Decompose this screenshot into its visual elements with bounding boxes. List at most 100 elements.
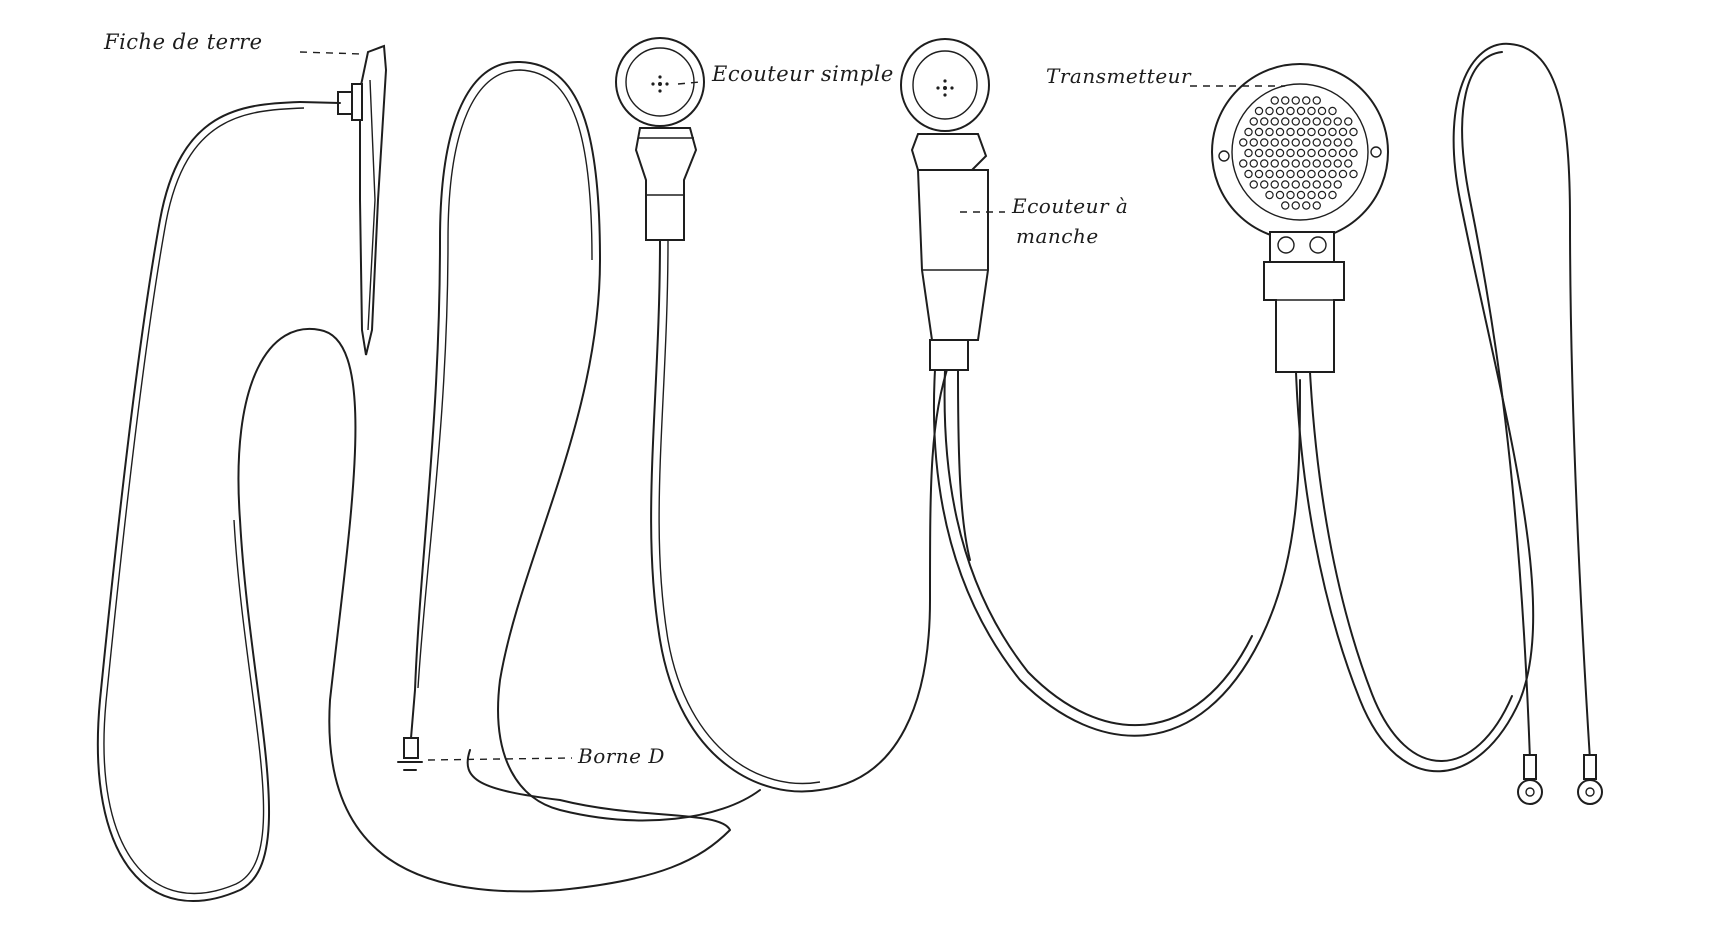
borne-cord xyxy=(409,60,761,822)
label-borne-d: Borne D xyxy=(578,744,665,768)
transmitter xyxy=(1211,63,1389,373)
grille-hole xyxy=(1270,180,1279,189)
grille-hole xyxy=(1254,127,1264,137)
grille-hole xyxy=(1349,148,1358,158)
grille-hole xyxy=(1254,169,1264,179)
grille-hole xyxy=(1302,117,1311,126)
grille-hole xyxy=(1249,138,1258,147)
grille-hole xyxy=(1254,106,1264,116)
grille-hole xyxy=(1291,117,1300,126)
grille-hole xyxy=(1323,138,1332,147)
grille-hole xyxy=(1291,201,1300,210)
grille-hole xyxy=(1323,117,1332,126)
grille-hole xyxy=(1317,148,1327,158)
grille-hole xyxy=(1296,190,1306,200)
label-ecouteur-simple: Ecouteur simple xyxy=(712,62,894,86)
grille-hole xyxy=(1260,159,1269,168)
grille-hole xyxy=(1296,106,1306,116)
grille-hole xyxy=(1302,201,1311,210)
grille-hole xyxy=(1317,106,1327,116)
ring-terminal-left xyxy=(1517,754,1543,805)
grille-hole xyxy=(1302,138,1311,147)
grille-hole xyxy=(1286,190,1295,200)
grille-hole xyxy=(1249,159,1258,168)
leader-ecouteur-simple xyxy=(677,81,701,85)
grille-hole xyxy=(1275,169,1285,179)
grille-hole xyxy=(1307,106,1316,116)
grille-hole xyxy=(1249,117,1258,126)
grille-hole xyxy=(1281,138,1290,147)
grille-hole xyxy=(1302,159,1311,168)
label-ecouteur-manche-line1: Ecouteur à xyxy=(1012,194,1129,218)
grille-hole xyxy=(1317,190,1327,200)
grille-hole xyxy=(1275,127,1285,137)
grille-hole xyxy=(1281,180,1290,189)
grille-hole xyxy=(1260,180,1269,189)
grille-hole xyxy=(1244,127,1253,137)
grille-hole xyxy=(1254,148,1264,158)
grille-hole xyxy=(1302,96,1311,105)
grille-hole xyxy=(1333,117,1342,126)
grille-hole xyxy=(1275,190,1285,200)
grille-hole xyxy=(1265,127,1274,137)
grille-hole xyxy=(1344,138,1353,147)
grille-hole xyxy=(1328,169,1337,179)
grille-hole xyxy=(1270,138,1279,147)
grille-hole xyxy=(1291,180,1300,189)
grille-hole xyxy=(1317,127,1327,137)
grille-hole xyxy=(1239,159,1248,168)
grille-hole xyxy=(1270,117,1279,126)
grille-hole xyxy=(1281,96,1290,105)
label-fiche-de-terre: Fiche de terre xyxy=(104,30,263,54)
label-transmetteur: Transmetteur xyxy=(1046,64,1192,88)
grille-hole xyxy=(1328,106,1337,116)
earth-cord xyxy=(96,101,731,902)
grille-hole xyxy=(1286,169,1295,179)
grille-hole xyxy=(1281,201,1290,210)
leader-borne xyxy=(427,757,573,761)
grille-hole xyxy=(1307,148,1316,158)
grille-hole xyxy=(1317,169,1327,179)
grille-hole xyxy=(1275,106,1285,116)
grille-hole xyxy=(1270,159,1279,168)
grille-hole xyxy=(1265,169,1274,179)
grille-hole xyxy=(1281,159,1290,168)
grille-hole xyxy=(1328,127,1337,137)
grille-hole xyxy=(1296,169,1306,179)
grille-hole xyxy=(1265,190,1274,200)
grille-hole xyxy=(1286,106,1295,116)
grille-hole xyxy=(1338,169,1348,179)
grille-hole xyxy=(1333,180,1342,189)
transmitter-grille xyxy=(1239,96,1358,210)
grille-hole xyxy=(1344,159,1353,168)
grille-hole xyxy=(1344,117,1353,126)
grille-hole xyxy=(1328,148,1337,158)
simple-earphone-cord xyxy=(650,239,951,793)
grille-hole xyxy=(1312,96,1321,105)
grille-hole xyxy=(1333,159,1342,168)
grille-hole xyxy=(1275,148,1285,158)
grille-hole xyxy=(1296,148,1306,158)
grille-hole xyxy=(1307,169,1316,179)
grille-hole xyxy=(1260,117,1269,126)
grille-hole xyxy=(1244,169,1253,179)
grille-hole xyxy=(1260,138,1269,147)
grille-hole xyxy=(1281,117,1290,126)
leader-fiche xyxy=(299,51,363,55)
grille-hole xyxy=(1312,201,1321,210)
grille-hole xyxy=(1244,148,1253,158)
grille-hole xyxy=(1333,138,1342,147)
grille-hole xyxy=(1323,159,1332,168)
borne-d-terminal xyxy=(397,737,423,771)
handle-earphone xyxy=(900,38,990,371)
grille-hole xyxy=(1286,127,1295,137)
grille-hole xyxy=(1291,159,1300,168)
grille-hole xyxy=(1296,127,1306,137)
grille-hole xyxy=(1239,138,1248,147)
label-ecouteur-manche-line2: manche xyxy=(1016,224,1099,248)
grille-hole xyxy=(1338,127,1348,137)
grille-hole xyxy=(1312,117,1321,126)
grille-hole xyxy=(1270,96,1279,105)
